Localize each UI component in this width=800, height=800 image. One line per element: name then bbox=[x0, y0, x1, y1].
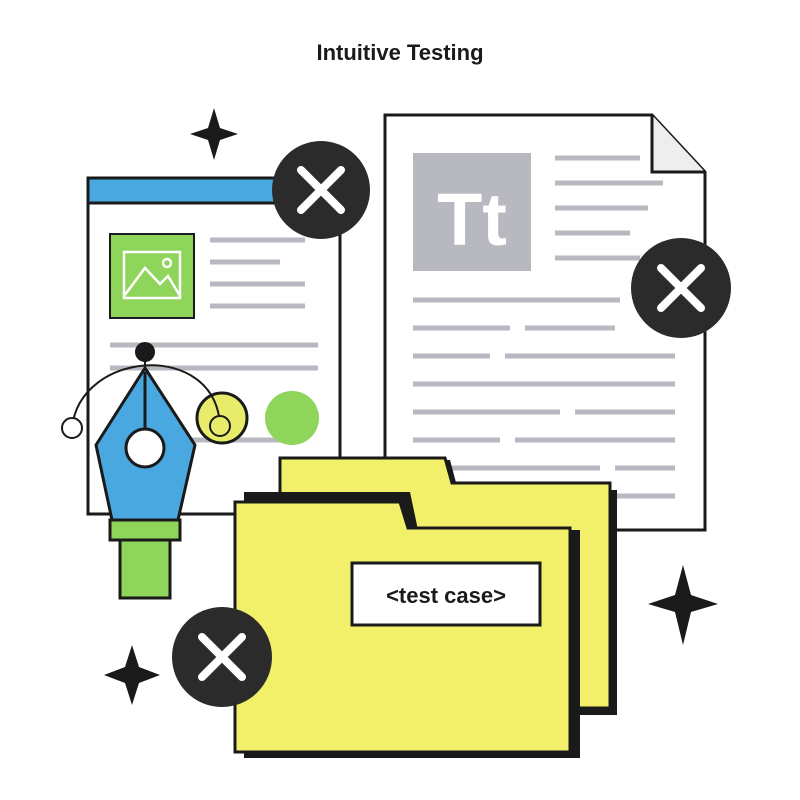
sparkle-icon bbox=[190, 108, 238, 160]
typography-icon-text: Tt bbox=[437, 178, 507, 261]
image-icon bbox=[109, 233, 195, 319]
close-icon bbox=[631, 238, 731, 338]
close-icon bbox=[172, 607, 272, 707]
test-case-label: <test case> bbox=[386, 583, 506, 608]
typography-icon bbox=[413, 153, 531, 271]
page-title: Intuitive Testing bbox=[316, 40, 484, 65]
sparkle-icon bbox=[648, 565, 718, 645]
test-case-label-box bbox=[350, 561, 542, 627]
document-icon: Tt bbox=[383, 113, 707, 532]
color-swatch-green bbox=[265, 391, 319, 445]
sparkle-icon bbox=[104, 645, 160, 705]
document-text-lines bbox=[413, 155, 675, 499]
folder-icon: <test case> bbox=[233, 492, 580, 758]
close-icon bbox=[272, 141, 370, 239]
pen-tool-icon bbox=[61, 342, 231, 600]
